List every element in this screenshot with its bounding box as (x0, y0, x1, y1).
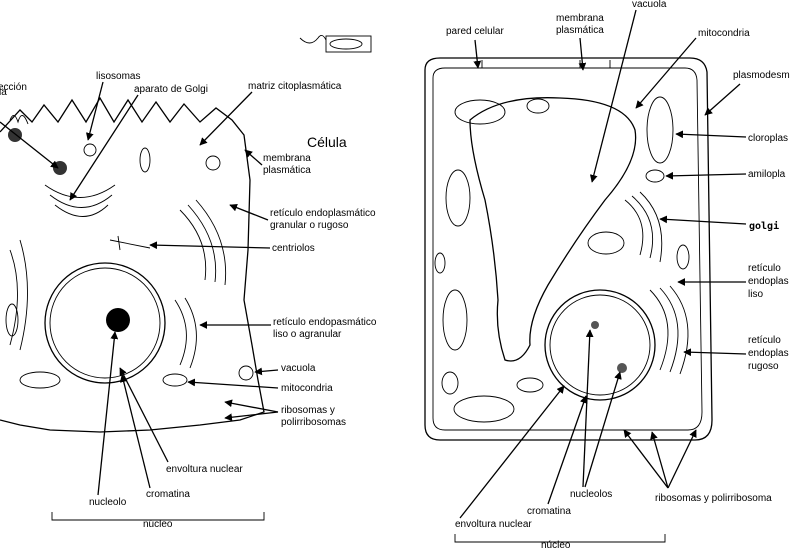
label-envoltura-plant: envoltura nuclear (455, 519, 532, 530)
chloroplast-1 (646, 96, 674, 164)
plant-cell-illustration (424, 57, 713, 441)
label-reticulo-granular-2: granular o rugoso (270, 220, 349, 231)
plant-nucleus (544, 289, 656, 401)
label-golgi-plant: golgi (749, 220, 779, 232)
label-nucleo-animal: núcleo (143, 519, 173, 530)
label-vacuola-animal: vacuola (281, 363, 316, 374)
title-celula: Célula (307, 134, 347, 150)
label-matriz: matriz citoplasmática (248, 81, 342, 92)
label-ret-liso-3: liso (748, 289, 763, 300)
label-secrecion: ección (0, 82, 27, 93)
label-ret-liso-1: retículo (748, 263, 781, 274)
label-ret-liso-2: endoplas (748, 276, 789, 287)
label-cromatina-plant: cromatina (527, 506, 571, 517)
label-membrana-2: plasmática (263, 165, 311, 176)
label-amiloplasto: amilopla (748, 169, 786, 180)
label-nucleolos: nucleolos (570, 489, 612, 500)
label-reticulo-liso-1: retículo endopasmático (273, 317, 377, 328)
label-ret-rugoso-2: endoplas (748, 348, 789, 359)
legend-icon (299, 35, 372, 53)
label-nucleolo: nucleolo (89, 497, 127, 508)
label-ribosomas-1: ribosomas y (281, 405, 335, 416)
label-vacuola-plant: vacuola (632, 0, 667, 10)
label-pared-celular: pared celular (446, 26, 504, 37)
label-membrana-plant-2: plasmática (556, 25, 604, 36)
label-centriolos: centriolos (272, 243, 315, 254)
label-ret-rugoso-1: retículo (748, 335, 781, 346)
label-golgi: aparato de Golgi (134, 84, 208, 95)
animal-nucleolus (106, 308, 130, 332)
label-reticulo-granular-1: retículo endoplasmático (270, 208, 376, 219)
amyloplast (645, 169, 665, 183)
plant-pointer-lines (454, 9, 747, 543)
label-fragment-top: la (0, 87, 7, 98)
label-mitocondria-plant: mitocondria (698, 28, 750, 39)
label-envoltura-animal: envoltura nuclear (166, 464, 243, 475)
label-cromatina-animal: cromatina (146, 489, 190, 500)
label-ribosomas-2: polirribosomas (281, 417, 346, 428)
animal-pointer-lines (0, 81, 279, 521)
label-cloroplasto: cloroplas (748, 133, 788, 144)
animal-vacuole (238, 365, 254, 381)
label-plasmodesmo: plasmodesm (733, 70, 790, 81)
plant-vacuole (469, 97, 637, 362)
label-ribosomas-plant: ribosomas y polirribosoma (655, 493, 772, 504)
animal-nucleus (44, 262, 166, 384)
label-reticulo-liso-2: liso o agranular (273, 329, 342, 340)
label-membrana-1: membrana (263, 153, 311, 164)
label-ret-rugoso-3: rugoso (748, 361, 779, 372)
label-lisosomas: lisosomas (96, 71, 140, 82)
label-mitocondria-animal: mitocondria (281, 383, 333, 394)
label-membrana-plant-1: membrana (556, 13, 604, 24)
label-nucleo-plant: núcleo (541, 540, 571, 551)
animal-cell-illustration (0, 96, 265, 433)
